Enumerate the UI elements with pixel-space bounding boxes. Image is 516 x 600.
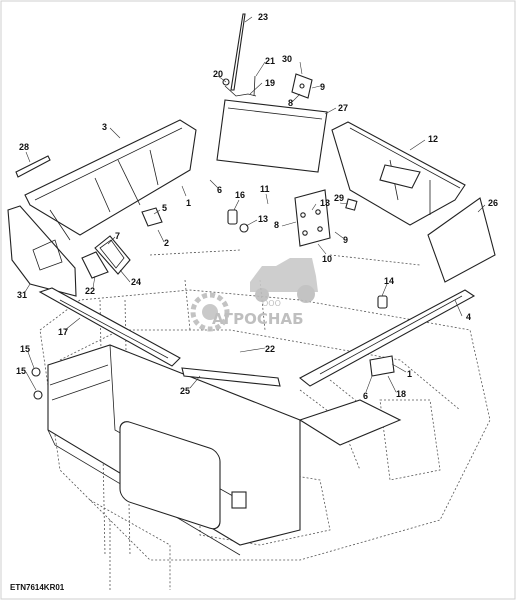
cab-body [47, 344, 402, 556]
callout-15: 15 [20, 344, 30, 354]
callout-22: 22 [265, 344, 275, 354]
callout-6: 6 [363, 391, 368, 401]
part-4-right-rail [299, 289, 476, 387]
callout-12: 12 [428, 134, 438, 144]
callout-22: 22 [85, 286, 95, 296]
part-16-knob [227, 209, 249, 233]
part-15-fasteners [31, 367, 43, 400]
watermark-small-text: ООО [262, 299, 281, 308]
gear-logo-icon [190, 292, 230, 332]
callout-30: 30 [282, 54, 292, 64]
callout-28: 28 [19, 142, 29, 152]
callout-9: 9 [320, 82, 325, 92]
callout-15: 15 [16, 366, 26, 376]
part-17-left-rail [38, 287, 181, 367]
callout-19: 19 [265, 78, 275, 88]
watermark: ООО АГРОСНАБ [190, 258, 318, 332]
callout-9: 9 [343, 235, 348, 245]
callout-4: 4 [466, 312, 471, 322]
callout-17: 17 [58, 327, 68, 337]
part-26-right-panel [427, 197, 496, 283]
callout-10: 10 [322, 254, 332, 264]
callout-1: 1 [407, 369, 412, 379]
callout-14: 14 [384, 276, 394, 286]
part-5-clamp [141, 207, 163, 227]
part-28-strip [15, 155, 51, 178]
callout-18: 18 [396, 389, 406, 399]
part-23-antenna [230, 13, 246, 91]
callout-26: 26 [488, 198, 498, 208]
callout-29: 29 [334, 193, 344, 203]
callout-1: 1 [186, 198, 191, 208]
leader-lines [24, 16, 486, 393]
callout-13: 13 [258, 214, 268, 224]
callout-25: 25 [180, 386, 190, 396]
part-12-right-frame [331, 121, 466, 226]
part-24-gasket [94, 235, 131, 275]
part-3-left-frame [24, 119, 197, 241]
callout-16: 16 [235, 190, 245, 200]
callout-24: 24 [131, 277, 141, 287]
part-22-glass [81, 251, 109, 279]
callout-11: 11 [260, 184, 270, 194]
callout-8: 8 [274, 220, 279, 230]
part-29-square [345, 198, 358, 211]
tractor-logo-icon [250, 258, 318, 303]
callout-labels: 23 21 30 9 20 19 8 27 3 12 28 6 1 16 11 … [16, 12, 498, 401]
part-30-bracket [291, 73, 313, 99]
callout-5: 5 [162, 203, 167, 213]
callout-3: 3 [102, 122, 107, 132]
callout-31: 31 [17, 290, 27, 300]
drawing-code: ETN7614KR01 [10, 583, 65, 592]
part-31-left-panel [7, 205, 77, 297]
callout-2: 2 [164, 238, 169, 248]
watermark-text: АГРОСНАБ [212, 310, 304, 328]
part-10-plate [294, 189, 331, 247]
callout-23: 23 [258, 12, 268, 22]
callout-27: 27 [338, 103, 348, 113]
callout-8: 8 [288, 98, 293, 108]
callout-13: 13 [320, 198, 330, 208]
callout-20: 20 [213, 69, 223, 79]
callout-7: 7 [115, 231, 120, 241]
callout-6: 6 [217, 185, 222, 195]
part-14-connector [377, 295, 388, 309]
part-27-rear-panel [216, 99, 328, 173]
callout-21: 21 [265, 56, 275, 66]
part-18-bracket [369, 355, 395, 377]
part-25-center-rail [181, 367, 281, 387]
